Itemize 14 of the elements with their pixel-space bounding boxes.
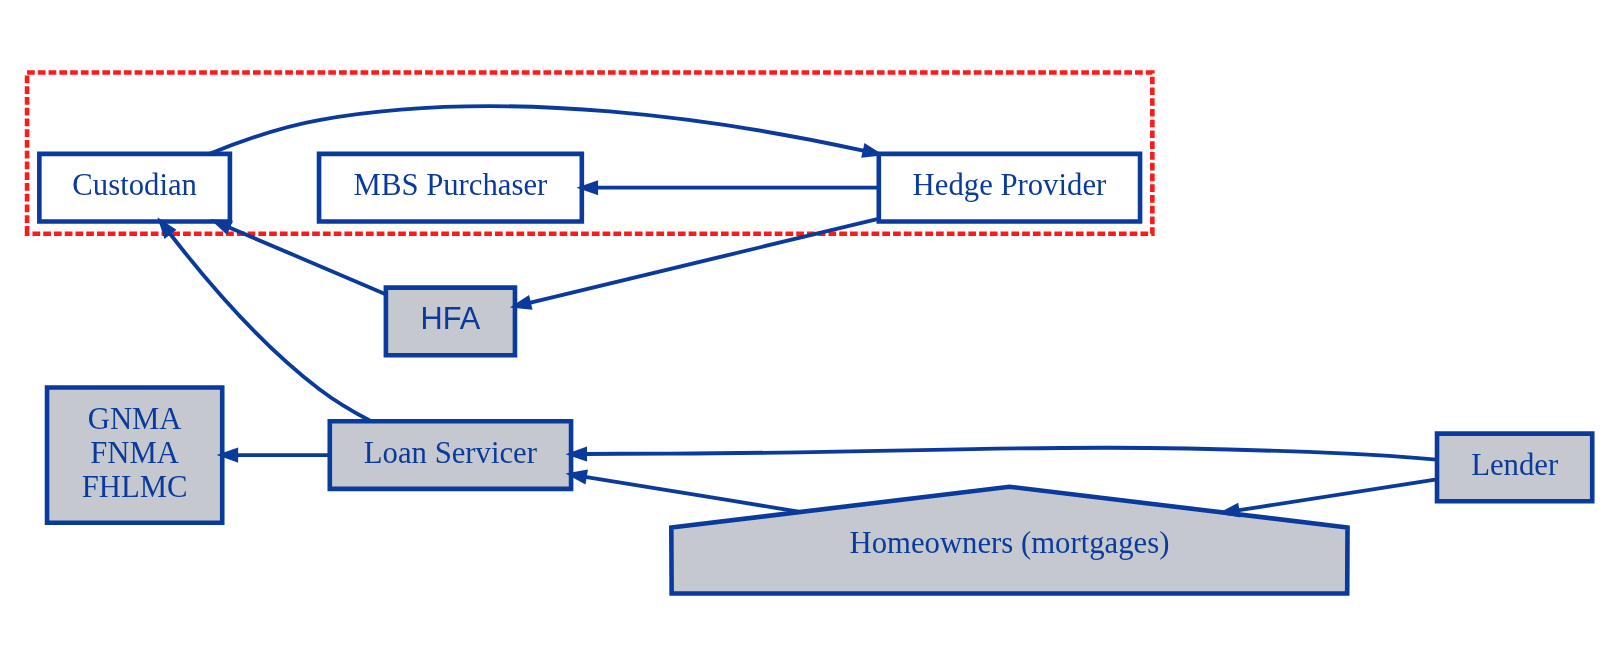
arrow bbox=[210, 218, 387, 296]
node-box: Hedge Provider bbox=[876, 151, 1143, 224]
node-box: MBS Purchaser bbox=[316, 151, 585, 224]
arrow bbox=[216, 447, 330, 463]
arrow bbox=[509, 216, 879, 310]
node-box: Lender bbox=[1434, 430, 1595, 503]
arrow bbox=[565, 445, 1437, 462]
node-box: Custodian bbox=[37, 151, 233, 224]
node-box: GNMA FNMA FHLMC bbox=[44, 384, 225, 525]
arrow bbox=[565, 469, 801, 514]
arrow bbox=[576, 179, 879, 195]
node-box: Loan Servicer bbox=[327, 418, 574, 491]
arrow bbox=[1218, 476, 1438, 518]
node-box: HFA bbox=[383, 284, 518, 357]
